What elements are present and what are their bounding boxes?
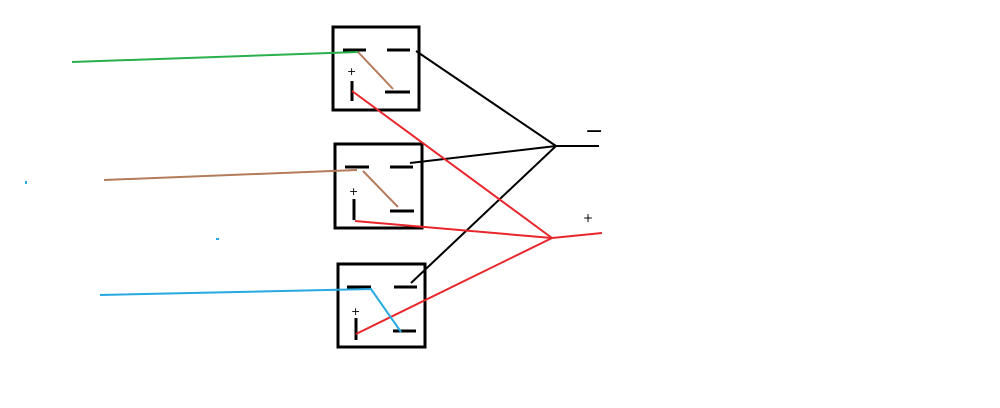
input-wires xyxy=(71,51,402,333)
terminal-plus-label: + xyxy=(347,65,356,78)
green-jumper xyxy=(357,51,394,90)
red-wire-switch-3 xyxy=(355,237,553,335)
blue-input-wire xyxy=(99,287,402,333)
plus-sign: + xyxy=(583,211,593,225)
black-wire-switch-3 xyxy=(410,145,557,284)
switch-box xyxy=(331,25,421,112)
black-wire-switch-2 xyxy=(409,145,557,164)
black-wire-switch-1 xyxy=(415,50,557,147)
minus-sign: − xyxy=(585,119,603,144)
positive-wires xyxy=(351,90,603,335)
positive-output-wire xyxy=(551,232,603,239)
red-wire-switch-2 xyxy=(354,220,553,239)
switch-2: + xyxy=(333,142,424,230)
brown-input-wire xyxy=(103,169,358,181)
switch-3: + xyxy=(336,262,427,349)
switch-box xyxy=(333,142,424,230)
red-wire-switch-1 xyxy=(351,90,553,239)
terminal-plus-label: + xyxy=(351,305,360,318)
switch-box xyxy=(336,262,427,349)
terminal-plus-label: + xyxy=(349,185,358,198)
switch-1: + xyxy=(331,25,421,112)
stray-dot xyxy=(216,238,219,240)
brown-jumper xyxy=(362,170,399,208)
negative-wires xyxy=(409,50,599,284)
green-input-wire xyxy=(71,51,359,63)
stray-dot xyxy=(25,181,27,184)
